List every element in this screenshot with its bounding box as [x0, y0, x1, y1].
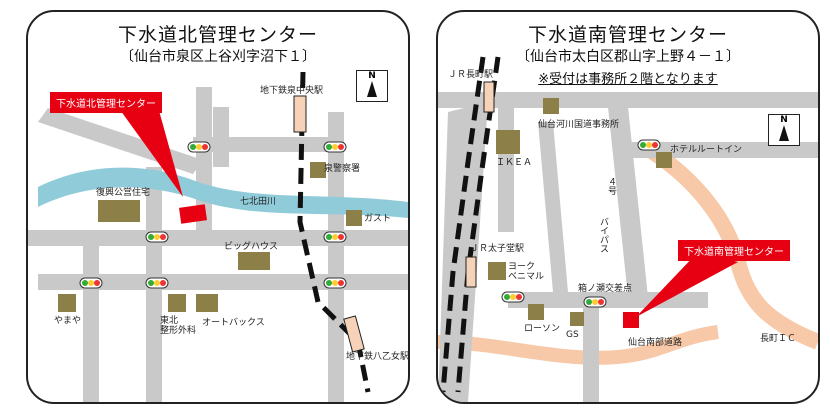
- south-bldg-gs: [570, 312, 584, 326]
- label-lawson: ローソン: [524, 324, 561, 334]
- south-center-map: 下水道南管理センター 〔仙台市太白区郡山字上野４－１〕 ※受付は事務所２階となり…: [436, 10, 820, 404]
- label-yamaya: やまや: [54, 316, 82, 326]
- north-traffic-lights: [79, 141, 347, 289]
- south-road-h1: [438, 92, 818, 108]
- north-subway-line: [297, 71, 371, 393]
- south-station-nagamachi: [483, 81, 495, 113]
- south-traffic-lights: [501, 139, 661, 308]
- south-bldg-ikea: [496, 130, 520, 154]
- label-york: ヨーク ベニマル: [508, 262, 545, 282]
- north-road-diag: [38, 108, 203, 174]
- south-road-route4: [608, 107, 648, 297]
- north-arrow-icon: [367, 81, 377, 97]
- label-police: 泉警察署: [324, 164, 361, 174]
- north-center-map: 下水道北管理センター 〔仙台市泉区上谷刈字沼下１〕 N 下水道北管理センター 地…: [26, 10, 410, 404]
- south-bldg-york: [488, 262, 506, 280]
- south-highway: [648, 145, 818, 350]
- north-compass-label: N: [368, 71, 376, 81]
- label-gusto: ガスト: [364, 214, 392, 224]
- north-bldg-police: [310, 162, 326, 178]
- label-jr-taishido: ＪＲ太子堂駅: [470, 244, 525, 254]
- north-road-h1: [28, 230, 408, 246]
- label-subway-izumichuo: 地下鉄泉中央駅: [260, 86, 324, 96]
- label-hashinose: 箱ノ瀬交差点: [578, 284, 633, 294]
- south-station-taishido: [465, 256, 477, 288]
- label-route4: ４号: [606, 177, 616, 195]
- label-hotel: ホテルルートイン: [670, 145, 743, 155]
- north-bldg-clinic: [168, 294, 186, 312]
- north-bldg-housing: [98, 200, 140, 222]
- north-address: 〔仙台市泉区上谷刈字沼下１〕: [120, 49, 316, 65]
- north-compass: N: [356, 70, 388, 102]
- north-bldg-yamaya: [58, 294, 76, 312]
- south-map-graphic: [438, 56, 818, 402]
- north-title: 下水道北管理センター: [117, 24, 318, 46]
- south-road-h2: [628, 142, 818, 158]
- south-bldg-river-office: [543, 98, 559, 114]
- label-housing: 復興公営住宅: [96, 188, 151, 198]
- label-subway-yaotome: 地下鉄八乙女駅: [346, 352, 410, 362]
- north-callout-pointer: [118, 107, 183, 197]
- label-jr-nagamachi: ＪＲ長町駅: [448, 70, 494, 80]
- label-autobacs: オートバックス: [202, 318, 265, 328]
- south-jr-line-2: [440, 56, 486, 393]
- label-gs: GS: [566, 330, 579, 340]
- label-clinic: 東北 整形外科: [160, 316, 197, 336]
- north-station-top: [293, 95, 307, 133]
- north-bldg-autobacs: [196, 294, 218, 312]
- north-road-v3: [328, 112, 344, 402]
- south-reception-note: ※受付は事務所２階となります: [538, 72, 718, 87]
- north-bldg-gusto: [346, 210, 362, 226]
- south-address: 〔仙台市太白区郡山字上野４－１〕: [516, 49, 740, 65]
- north-station-bottom: [343, 315, 365, 353]
- label-bypass: バイパス: [598, 217, 608, 253]
- south-callout: 下水道南管理センター: [678, 240, 790, 261]
- label-sendai-south-road: 仙台南部道路: [628, 338, 683, 348]
- label-river: 七北田川: [240, 197, 277, 207]
- north-road-v4: [83, 230, 99, 402]
- label-river-office: 仙台河川国道事務所: [538, 120, 620, 130]
- south-compass-label: N: [780, 115, 788, 125]
- label-nagamachi-ic: 長町ＩＣ: [760, 334, 797, 344]
- north-target-building: [179, 204, 207, 224]
- north-road-v5: [213, 107, 229, 167]
- south-bldg-hotel: [656, 152, 672, 168]
- label-bighouse: ビッグハウス: [224, 242, 279, 252]
- north-road-h2: [38, 274, 408, 290]
- label-ikea: ＩＫＥＡ: [496, 158, 533, 168]
- south-target-building: [623, 312, 639, 328]
- south-title: 下水道南管理センター: [527, 24, 728, 46]
- south-compass: N: [768, 114, 800, 146]
- north-bldg-bighouse: [238, 252, 270, 270]
- south-callout-pointer: [636, 252, 738, 317]
- south-road-peach: [438, 325, 719, 365]
- south-road-v3: [583, 292, 599, 402]
- south-arrow-icon: [779, 125, 789, 141]
- south-bldg-lawson: [528, 304, 544, 320]
- north-river: [38, 167, 408, 218]
- south-road-v4: [538, 122, 568, 292]
- north-map-graphic: [28, 71, 408, 402]
- north-callout: 下水道北管理センター: [50, 92, 162, 113]
